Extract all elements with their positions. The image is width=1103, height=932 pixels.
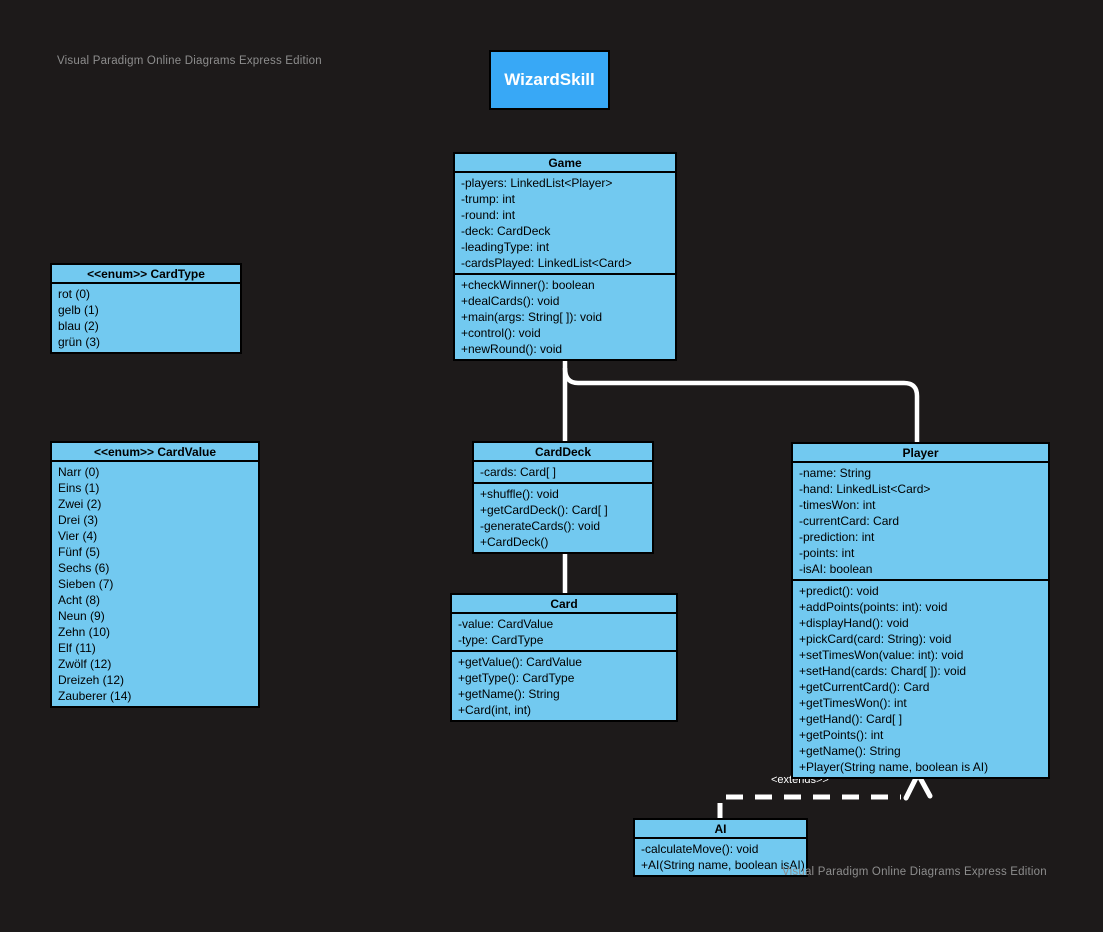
enum-value-row: Dreizeh (12) xyxy=(58,673,125,687)
attribute-row: -cards: Card[ ] xyxy=(480,465,557,479)
method-row: +getName(): String xyxy=(458,687,560,701)
class-ai-members: -calculateMove(): void +AI(String name, b… xyxy=(635,837,806,875)
class-card-title: Card xyxy=(550,597,578,611)
class-game-title: Game xyxy=(548,156,582,170)
class-player-methods: +predict(): void +addPoints(points: int):… xyxy=(793,579,1048,777)
attribute-row: -leadingType: int xyxy=(461,240,550,254)
enum-value-row: Narr (0) xyxy=(58,465,100,479)
class-card-methods: +getValue(): CardValue +getType(): CardTy… xyxy=(452,650,676,720)
method-row: +addPoints(points: int): void xyxy=(799,600,948,614)
method-row: +getTimesWon(): int xyxy=(799,696,907,710)
diagram-title-box[interactable]: WizardSkill xyxy=(489,50,610,110)
watermark-top: Visual Paradigm Online Diagrams Express … xyxy=(57,55,322,67)
method-row: +pickCard(card: String): void xyxy=(799,632,952,646)
enum-cardtype[interactable]: <<enum>> CardType rot (0) gelb (1) blau (2… xyxy=(50,263,242,354)
enum-value-row: Fünf (5) xyxy=(58,545,101,559)
enum-value-row: gelb (1) xyxy=(58,303,99,317)
method-row: -calculateMove(): void xyxy=(641,842,759,856)
attribute-row: -name: String xyxy=(799,466,872,480)
attribute-row: -players: LinkedList<Player> xyxy=(461,176,613,190)
enum-value-row: rot (0) xyxy=(58,287,91,301)
attribute-row: -cardsPlayed: LinkedList<Card> xyxy=(461,256,632,270)
method-row: +getCardDeck(): Card[ ] xyxy=(480,503,608,517)
method-row: +shuffle(): void xyxy=(480,487,559,501)
diagram-title: WizardSkill xyxy=(504,70,595,89)
enum-value-row: grün (3) xyxy=(58,335,101,349)
class-ai[interactable]: AI -calculateMove(): void +AI(String name… xyxy=(633,818,808,877)
class-game-attributes: -players: LinkedList<Player> -trump: int -… xyxy=(455,171,675,273)
enum-cardtype-values: rot (0) gelb (1) blau (2) grün (3) xyxy=(52,282,240,352)
enum-value-row: Neun (9) xyxy=(58,609,105,623)
method-row: +setHand(cards: Chard[ ]): void xyxy=(799,664,967,678)
game-player-connector[interactable] xyxy=(562,367,920,443)
class-card[interactable]: Card -value: CardValue -type: CardType +g… xyxy=(450,593,678,722)
method-row: +getCurrentCard(): Card xyxy=(799,680,930,694)
enum-value-row: Zauberer (14) xyxy=(58,689,132,703)
class-player[interactable]: Player -name: String -hand: LinkedList<Ca… xyxy=(791,442,1050,779)
enum-value-row: Zwei (2) xyxy=(58,497,102,511)
method-row: +dealCards(): void xyxy=(461,294,560,308)
method-row: +getValue(): CardValue xyxy=(458,655,582,669)
attribute-row: -value: CardValue xyxy=(458,617,554,631)
enum-value-row: Zehn (10) xyxy=(58,625,111,639)
class-carddeck-attributes: -cards: Card[ ] xyxy=(474,460,652,482)
method-row: +displayHand(): void xyxy=(799,616,909,630)
class-ai-title: AI xyxy=(714,822,727,836)
method-row: +getName(): String xyxy=(799,744,901,758)
method-row: +newRound(): void xyxy=(461,342,563,356)
attribute-row: -currentCard: Card xyxy=(799,514,900,528)
method-row: +getPoints(): int xyxy=(799,728,884,742)
attribute-row: -isAI: boolean xyxy=(799,562,873,576)
enum-value-row: blau (2) xyxy=(58,319,99,333)
class-player-attributes: -name: String -hand: LinkedList<Card> -tim… xyxy=(793,461,1048,579)
class-game-methods: +checkWinner(): boolean +dealCards(): voi… xyxy=(455,273,675,359)
enum-value-row: Elf (11) xyxy=(58,641,96,655)
method-row: +CardDeck() xyxy=(480,535,549,549)
attribute-row: -trump: int xyxy=(461,192,516,206)
method-row: +main(args: String[ ]): void xyxy=(461,310,603,324)
attribute-row: -type: CardType xyxy=(458,633,544,647)
enum-cardvalue-title: <<enum>> CardValue xyxy=(93,445,217,459)
method-row: +control(): void xyxy=(461,326,541,340)
attribute-row: -points: int xyxy=(799,546,855,560)
class-carddeck[interactable]: CardDeck -cards: Card[ ] +shuffle(): voi… xyxy=(472,441,654,554)
enum-value-row: Vier (4) xyxy=(58,529,98,543)
watermark-bottom: Visual Paradigm Online Diagrams Express … xyxy=(782,866,1047,878)
enum-value-row: Drei (3) xyxy=(58,513,99,527)
attribute-row: -deck: CardDeck xyxy=(461,224,551,238)
class-player-title: Player xyxy=(902,446,939,460)
enum-value-row: Eins (1) xyxy=(58,481,100,495)
enum-cardtype-title: <<enum>> CardType xyxy=(87,267,205,281)
method-row: +predict(): void xyxy=(799,584,879,598)
attribute-row: -prediction: int xyxy=(799,530,875,544)
attribute-row: -hand: LinkedList<Card> xyxy=(799,482,931,496)
method-row: +getHand(): Card[ ] xyxy=(799,712,903,726)
method-row: +checkWinner(): boolean xyxy=(461,278,595,292)
attribute-row: -round: int xyxy=(461,208,516,222)
enum-cardvalue-values: Narr (0) Eins (1) Zwei (2) Drei (3) Vier (4)… xyxy=(52,460,258,706)
class-game[interactable]: Game -players: LinkedList<Player> -trump:… xyxy=(453,152,677,361)
enum-value-row: Zwölf (12) xyxy=(58,657,112,671)
method-row: +Player(String name, boolean is AI) xyxy=(799,760,989,774)
method-row: +getType(): CardType xyxy=(458,671,575,685)
method-row: +setTimesWon(value: int): void xyxy=(799,648,964,662)
enum-value-row: Sechs (6) xyxy=(58,561,110,575)
method-row: -generateCards(): void xyxy=(480,519,601,533)
enum-cardvalue[interactable]: <<enum>> CardValue Narr (0) Eins (1) Zwei … xyxy=(50,441,260,708)
class-carddeck-title: CardDeck xyxy=(534,445,592,459)
class-carddeck-methods: +shuffle(): void +getCardDeck(): Card[ ] -… xyxy=(474,482,652,552)
class-card-attributes: -value: CardValue -type: CardType xyxy=(452,612,676,650)
enum-value-row: Sieben (7) xyxy=(58,577,114,591)
method-row: +AI(String name, boolean isAI) xyxy=(641,858,805,872)
enum-value-row: Acht (8) xyxy=(58,593,101,607)
attribute-row: -timesWon: int xyxy=(799,498,876,512)
ai-player-extends-connector[interactable] xyxy=(717,794,901,820)
method-row: +Card(int, int) xyxy=(458,703,532,717)
